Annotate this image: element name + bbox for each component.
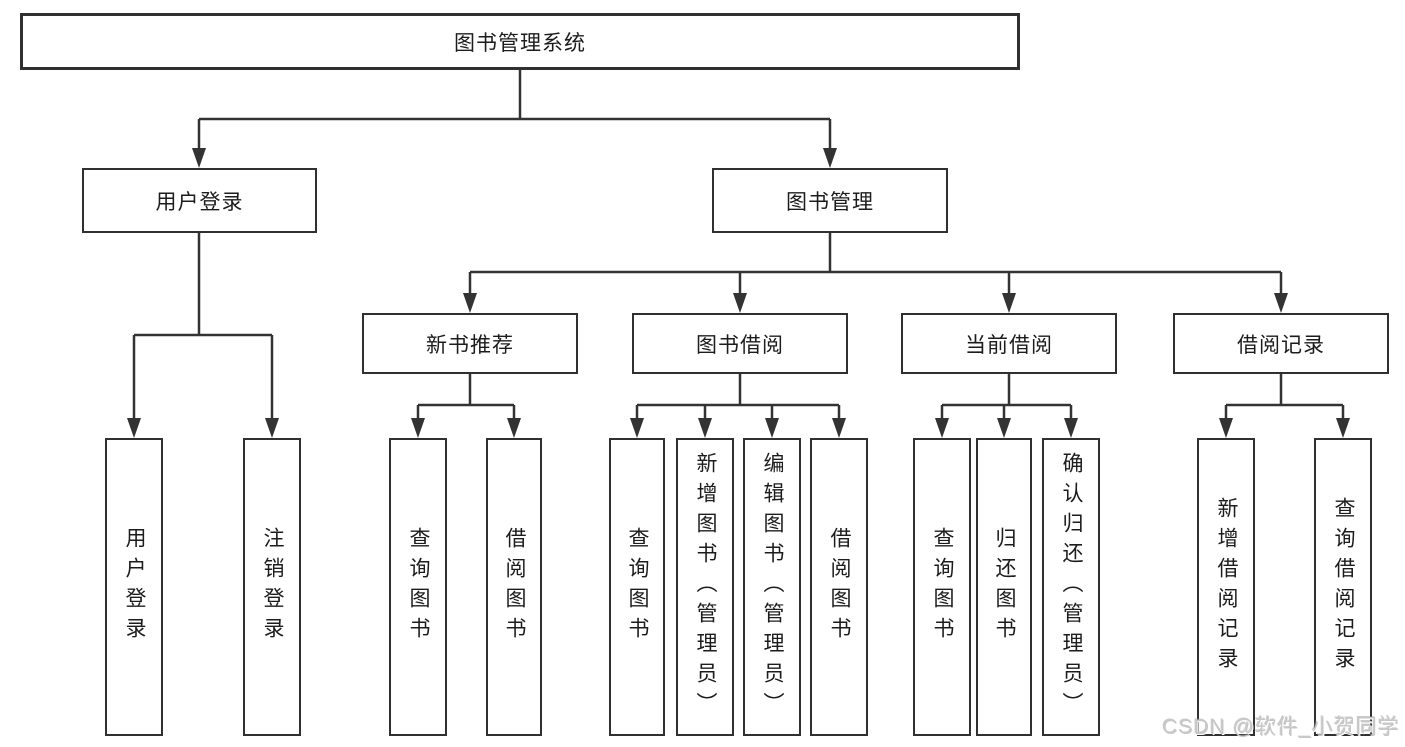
leaf-return-book: 归还图书	[976, 438, 1032, 736]
leaf-label: 查询图书	[931, 527, 955, 647]
arrowhead	[823, 148, 837, 168]
node-library-system: 图书管理系统	[20, 13, 1020, 70]
arrowhead	[1274, 293, 1288, 313]
arrowhead	[411, 418, 425, 438]
leaf-query-books-current: 查询图书	[913, 438, 971, 736]
arrowhead	[997, 418, 1011, 438]
leaf-logout: 注销登录	[243, 438, 301, 736]
arrowhead	[507, 418, 521, 438]
arrowhead	[630, 418, 644, 438]
leaf-label: 注销登录	[261, 527, 285, 647]
leaf-add-borrow-record: 新增借阅记录	[1197, 438, 1255, 736]
leaf-label: 查询借阅记录	[1332, 497, 1356, 677]
leaf-label: 查询图书	[407, 527, 431, 647]
leaf-add-book-admin: 新增图书（管理员）	[676, 438, 734, 736]
node-book-management: 图书管理	[712, 168, 948, 233]
node-current-borrowing: 当前借阅	[901, 313, 1117, 374]
arrowhead	[1002, 293, 1016, 313]
leaf-confirm-return-admin: 确认归还（管理员）	[1042, 438, 1100, 736]
arrowhead	[935, 418, 949, 438]
leaf-borrow-books-borrowing: 借阅图书	[810, 438, 868, 736]
leaf-user-login: 用户登录	[105, 438, 163, 736]
leaf-borrow-books-recommend: 借阅图书	[486, 438, 542, 736]
leaf-query-borrow-record: 查询借阅记录	[1314, 438, 1372, 736]
arrowhead	[698, 418, 712, 438]
node-new-book-recommend: 新书推荐	[362, 313, 578, 374]
leaf-label: 新增借阅记录	[1215, 497, 1239, 677]
arrowhead	[463, 293, 477, 313]
node-book-borrowing: 图书借阅	[632, 313, 848, 374]
arrowhead	[733, 293, 747, 313]
arrowhead	[832, 418, 846, 438]
leaf-label: 新增图书（管理员）	[694, 452, 718, 722]
leaf-label: 借阅图书	[828, 527, 852, 647]
leaf-query-books-borrowing: 查询图书	[609, 438, 665, 736]
leaf-label: 编辑图书（管理员）	[761, 452, 785, 722]
arrowhead	[265, 418, 279, 438]
arrowhead	[765, 418, 779, 438]
leaf-label: 确认归还（管理员）	[1060, 452, 1084, 722]
csdn-watermark: CSDN @软件_小贺同学	[1162, 716, 1400, 739]
arrowhead	[127, 418, 141, 438]
leaf-query-books-recommend: 查询图书	[389, 438, 447, 736]
arrowhead	[1336, 418, 1350, 438]
arrowhead	[1064, 418, 1078, 438]
leaf-label: 用户登录	[123, 527, 147, 647]
arrowhead	[1219, 418, 1233, 438]
leaf-label: 归还图书	[993, 527, 1017, 647]
node-borrowing-records: 借阅记录	[1173, 313, 1389, 374]
node-user-login: 用户登录	[82, 168, 317, 233]
arrowhead	[192, 148, 206, 168]
leaf-edit-book-admin: 编辑图书（管理员）	[743, 438, 801, 736]
leaf-label: 借阅图书	[503, 527, 527, 647]
leaf-label: 查询图书	[626, 527, 650, 647]
